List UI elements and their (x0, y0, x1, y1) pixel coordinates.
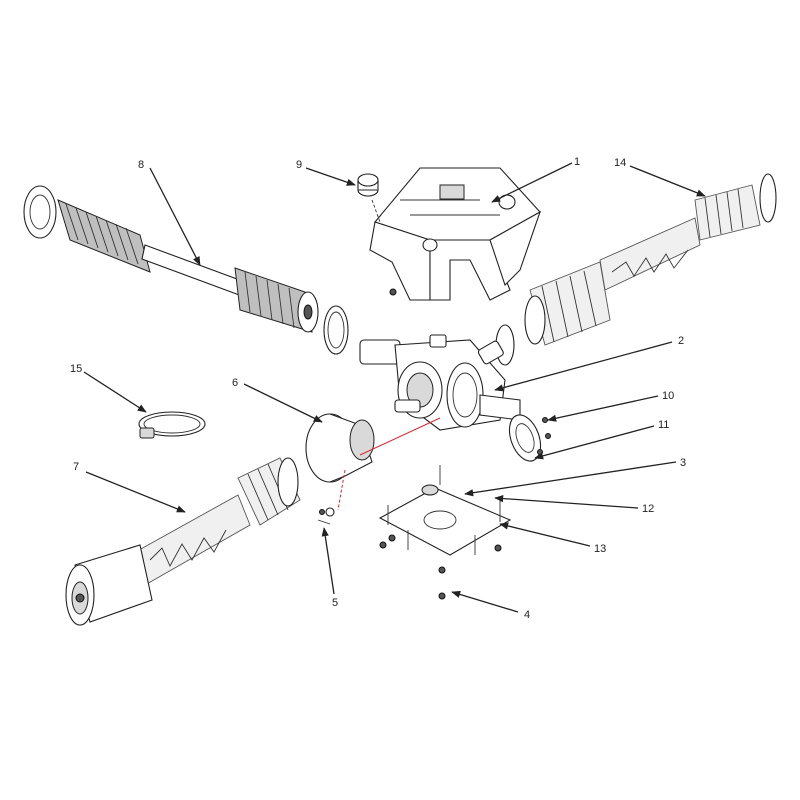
gearbox (359, 334, 521, 431)
part-label-1: 1 (574, 156, 580, 168)
part-label-9: 9 (296, 159, 302, 171)
part-number-labels: 1 2 3 4 5 6 7 8 9 10 11 12 13 14 15 (70, 156, 686, 621)
part-label-2: 2 (678, 335, 684, 347)
part-label-6: 6 (232, 377, 238, 389)
part-label-15: 15 (70, 363, 82, 375)
part-label-8: 8 (138, 159, 144, 171)
part-label-12: 12 (642, 503, 654, 515)
part-label-5: 5 (332, 597, 338, 609)
drive-shaft-upper-right (495, 173, 777, 366)
hose-clamp (138, 411, 206, 439)
part-label-13: 13 (594, 543, 606, 555)
drive-shaft-upper-left (23, 185, 349, 355)
drive-shaft-lower-left (65, 457, 301, 626)
leader-lines (83, 162, 706, 613)
part-label-10: 10 (662, 390, 674, 402)
mounting-frame (369, 167, 541, 301)
part-label-7: 7 (73, 461, 79, 473)
part-label-3: 3 (680, 457, 686, 469)
flange-ring (508, 414, 551, 462)
bolt-small (317, 507, 335, 525)
part-label-14: 14 (614, 157, 626, 169)
guard-cone (305, 413, 441, 511)
part-label-4: 4 (524, 609, 530, 621)
base-plate (378, 465, 512, 600)
protective-cap (357, 173, 381, 223)
part-label-11: 11 (658, 419, 669, 431)
